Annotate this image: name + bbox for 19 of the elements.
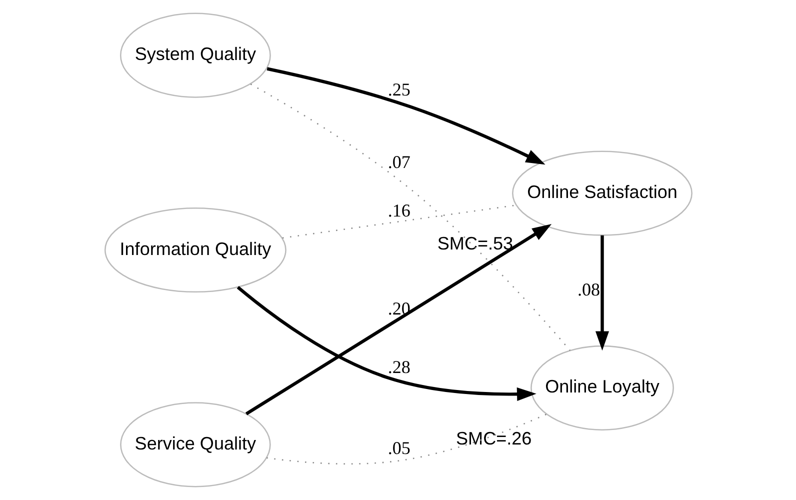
connector (266, 414, 546, 465)
arrow (244, 224, 552, 416)
node-ellipse: Online Loyalty (530, 345, 674, 430)
edge-label: .16 (387, 200, 410, 221)
arrow (266, 67, 545, 165)
arrow (594, 235, 609, 351)
edge-label: .28 (387, 356, 410, 377)
edge-label: .05 (387, 438, 410, 458)
connector (282, 204, 516, 239)
node-label: SMC=.26 (456, 428, 532, 448)
node-ellipse: Information Quality (104, 207, 286, 293)
arrow (236, 286, 536, 401)
node-ellipse: System Quality (119, 12, 270, 98)
edge-label: .08 (576, 279, 600, 300)
edge-label: .25 (387, 80, 410, 100)
connector (250, 84, 570, 351)
node-ellipse: Service Quality (120, 402, 270, 488)
node-label: SMC=.53 (436, 234, 513, 254)
edge-label: .07 (387, 152, 410, 172)
